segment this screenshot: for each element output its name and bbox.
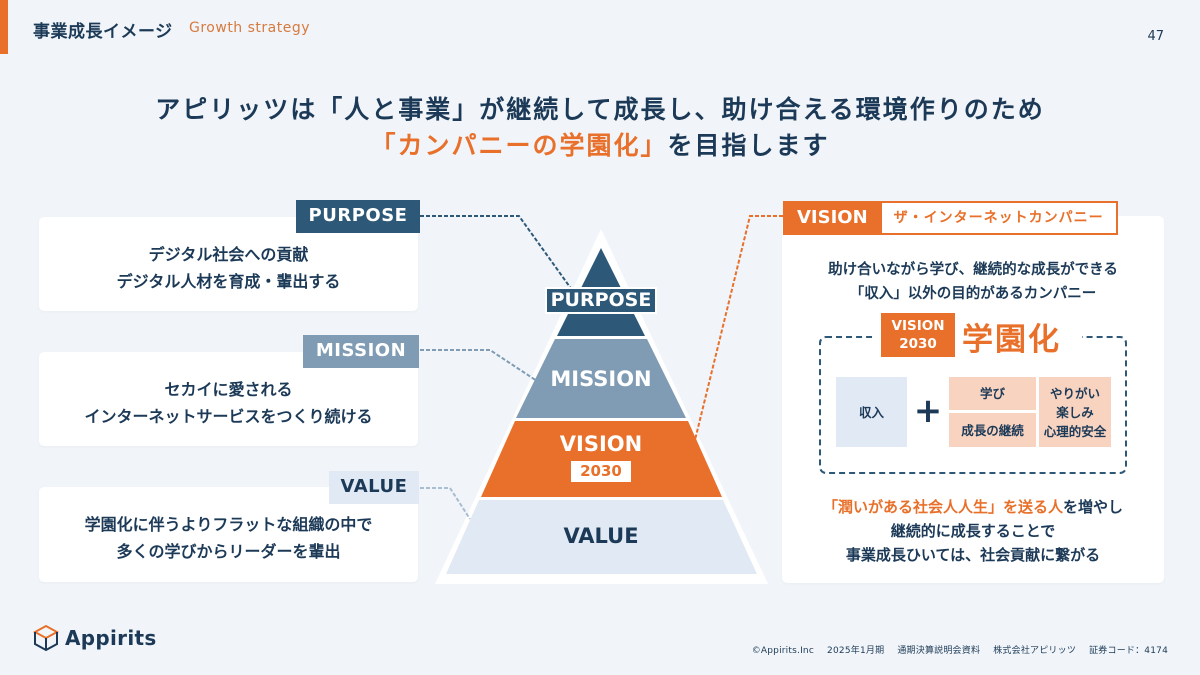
growth-cell: 成長の継続 (949, 413, 1036, 447)
vision-bottom-line-1: 「潤いがある社会人人生」を送る人を増やし (782, 495, 1164, 519)
purpose-tag: PURPOSE (296, 200, 420, 233)
footer-stock-code: 証券コード：4174 (1089, 646, 1168, 656)
pyramid-vision-badge: 2030 (571, 461, 631, 482)
value-text: 学園化に伴うよりフラットな組織の中で 多くの学びからリーダーを輩出 (39, 511, 418, 565)
pyramid-mission-label: MISSION (550, 367, 652, 391)
mission-line-2: インターネットサービスをつくり続ける (84, 407, 373, 426)
pyramid-value-label: VALUE (563, 524, 639, 548)
footer-document: 通期決算説明会資料 (897, 646, 981, 656)
page-number: 47 (1147, 29, 1164, 44)
headline-line-2: 「カンパニーの学園化」を目指します (0, 126, 1200, 162)
vision-2030-badge: VISION 2030 (881, 313, 955, 357)
plus-icon: + (913, 391, 943, 431)
footer-company: 株式会社アピリッツ (993, 646, 1077, 656)
headline-highlight: 「カンパニーの学園化」 (370, 131, 668, 160)
vision-2030-badge-line-1: VISION (891, 318, 945, 334)
vision-bottom-line-3: 事業成長ひいては、社会貢献に繋がる (845, 546, 1101, 564)
vision-tag: VISION ザ・インターネットカンパニー (783, 201, 1118, 235)
income-cell: 収入 (836, 377, 907, 447)
footer-copyright: ©Appirits.Inc (751, 646, 814, 656)
footer-info: ©Appirits.Inc 2025年1月期 通期決算説明会資料 株式会社アピリ… (742, 643, 1168, 656)
mission-tag: MISSION (303, 335, 419, 368)
value-tag: VALUE (329, 471, 419, 504)
mission-text: セカイに愛される インターネットサービスをつくり続ける (39, 376, 418, 430)
cube-logo-icon (33, 624, 59, 652)
value-line-1: 学園化に伴うよりフラットな組織の中で (84, 515, 373, 534)
purpose-connector (420, 215, 573, 291)
appirits-logo: Appirits (33, 624, 157, 652)
vision-tag-label: VISION (797, 207, 868, 228)
footer-period: 2025年1月期 (827, 646, 885, 656)
vision-desc-line-1: 助け合いながら学び、継続的な成長ができる (828, 262, 1118, 278)
purpose-text: デジタル社会への貢献 デジタル人材を育成・輩出する (39, 241, 418, 295)
value-connector (420, 487, 471, 520)
section-subtitle: Growth strategy (189, 20, 311, 36)
headline-rest: を目指します (667, 131, 830, 160)
vision-desc-line-2: 「収入」以外の目的があるカンパニー (849, 286, 1097, 302)
purpose-line-1: デジタル社会への貢献 (148, 245, 309, 264)
headline-line-1: アピリッツは「人と事業」が継続して成長し、助け合える環境作りのため (155, 95, 1045, 124)
pyramid-purpose-label: PURPOSE (545, 287, 657, 314)
vision-tag-subtitle: ザ・インターネットカンパニー (881, 203, 1116, 233)
fulfillment-line-1: やりがい (1049, 385, 1100, 401)
vision-bottom-rest: を増やし (1063, 498, 1124, 516)
fulfillment-cell: やりがい 楽しみ 心理的安全 (1039, 377, 1111, 447)
vision-2030-badge-line-2: 2030 (899, 336, 937, 352)
purpose-line-2: デジタル人材を育成・輩出する (116, 272, 341, 291)
vision-bottom-line-2: 継続的に成長することで (890, 522, 1056, 540)
gakuen-title: 学園化 (962, 322, 1061, 358)
learning-cell: 学び (949, 377, 1036, 410)
mission-line-1: セカイに愛される (164, 380, 293, 399)
section-title: 事業成長イメージ (33, 22, 173, 42)
vision-bottom-highlight: 「潤いがある社会人人生」を送る人 (822, 498, 1063, 516)
fulfillment-line-3: 心理的安全 (1043, 423, 1107, 439)
fulfillment-line-2: 楽しみ (1056, 404, 1094, 420)
vision-connector (694, 215, 783, 441)
accent-bar (0, 0, 8, 54)
pyramid-vision-label: VISION (559, 432, 643, 456)
value-line-2: 多くの学びからリーダーを輩出 (116, 542, 341, 561)
logo-text: Appirits (65, 626, 157, 650)
